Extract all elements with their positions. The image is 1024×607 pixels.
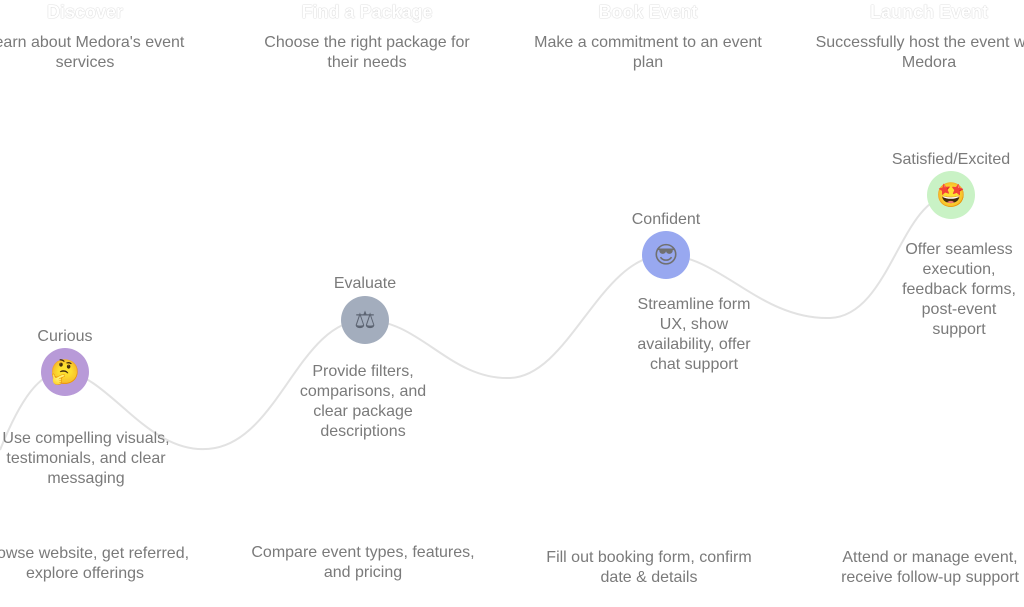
stage-description-launch-event: Successfully host the event with Medora (815, 34, 1024, 71)
stage-description-book-event: Make a commitment to an event plan (534, 34, 762, 71)
stage-title-book-event: Book Event (598, 2, 698, 22)
opportunity-evaluate: Provide filters, comparisons, and clear … (299, 363, 427, 440)
emotion-label-evaluate: Evaluate (333, 275, 397, 292)
sunglasses-face-icon: 😎 (642, 231, 690, 279)
opportunity-satisfied: Offer seamless execution, feedback forms… (902, 241, 1016, 338)
stage-description-find-package: Choose the right package for their needs (264, 34, 470, 71)
thinking-face-icon: 🤔 (41, 348, 89, 396)
emotion-label-confident: Confident (631, 211, 701, 228)
action-book-event: Fill out booking form, confirm date & de… (546, 549, 752, 586)
balance-scale-icon: ⚖ (341, 296, 389, 344)
stage-description-discover: Learn about Medora's event services (0, 34, 185, 71)
opportunity-confident: Streamline form UX, show availability, o… (637, 296, 751, 373)
opportunity-curious: Use compelling visuals, testimonials, an… (2, 430, 170, 487)
stage-title-discover: Discover (46, 2, 124, 22)
stage-title-launch-event: Launch Event (869, 2, 989, 22)
action-launch-event: Attend or manage event, receive follow-u… (841, 549, 1019, 586)
emotion-label-curious: Curious (37, 328, 93, 345)
action-find-package: Compare event types, features, and prici… (251, 544, 475, 581)
star-struck-face-icon: 🤩 (927, 171, 975, 219)
action-discover: Browse website, get referred, explore of… (0, 545, 190, 582)
emotion-label-satisfied: Satisfied/Excited (891, 151, 1011, 168)
stage-title-find-package: Find a Package (301, 2, 433, 22)
